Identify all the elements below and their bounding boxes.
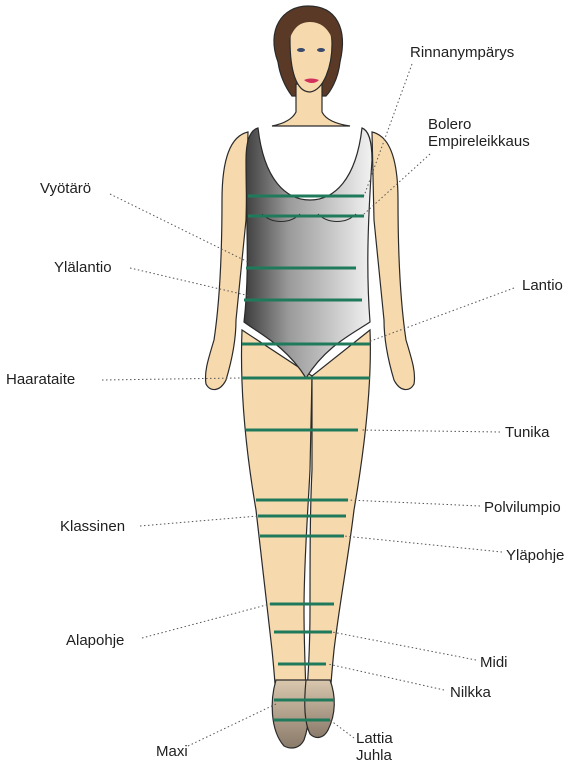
label-tunika: Tunika bbox=[505, 424, 549, 441]
bodysuit bbox=[244, 128, 372, 378]
leader-nilkka bbox=[328, 664, 444, 690]
label-klassinen: Klassinen bbox=[60, 518, 125, 535]
label-lattia-juhla: Lattia Juhla bbox=[356, 730, 393, 764]
label-vyotaro: Vyötärö bbox=[40, 180, 91, 197]
label-polvilumpio: Polvilumpio bbox=[484, 499, 561, 516]
leader-maxi bbox=[188, 704, 276, 746]
label-rinnanymparys: Rinnanympärys bbox=[410, 44, 514, 61]
right-shoe bbox=[305, 680, 334, 737]
label-empireleikkaus: Empireleikkaus bbox=[428, 133, 530, 150]
label-ylapohje: Yläpohje bbox=[506, 547, 564, 564]
label-bolero-empire: Bolero Empireleikkaus bbox=[428, 116, 530, 150]
leader-lattia bbox=[330, 720, 354, 738]
label-maxi: Maxi bbox=[156, 743, 188, 760]
label-midi: Midi bbox=[480, 654, 508, 671]
label-bolero: Bolero bbox=[428, 116, 530, 133]
label-haarataite: Haarataite bbox=[6, 371, 75, 388]
label-ylalantio: Ylälantio bbox=[54, 259, 112, 276]
right-arm bbox=[372, 132, 415, 390]
leader-alapohje bbox=[142, 604, 270, 638]
label-lantio: Lantio bbox=[522, 277, 563, 294]
left-eye-icon bbox=[297, 48, 305, 52]
leader-tunika bbox=[360, 430, 500, 432]
leader-klassinen bbox=[140, 516, 258, 526]
left-shoe bbox=[272, 680, 309, 748]
right-eye-icon bbox=[317, 48, 325, 52]
label-juhla: Juhla bbox=[356, 747, 393, 764]
label-nilkka: Nilkka bbox=[450, 684, 491, 701]
label-lattia: Lattia bbox=[356, 730, 393, 747]
label-alapohje: Alapohje bbox=[66, 632, 124, 649]
leader-midi bbox=[332, 632, 476, 660]
leader-ylapohje bbox=[344, 536, 502, 552]
leader-polvilumpio bbox=[348, 500, 480, 506]
